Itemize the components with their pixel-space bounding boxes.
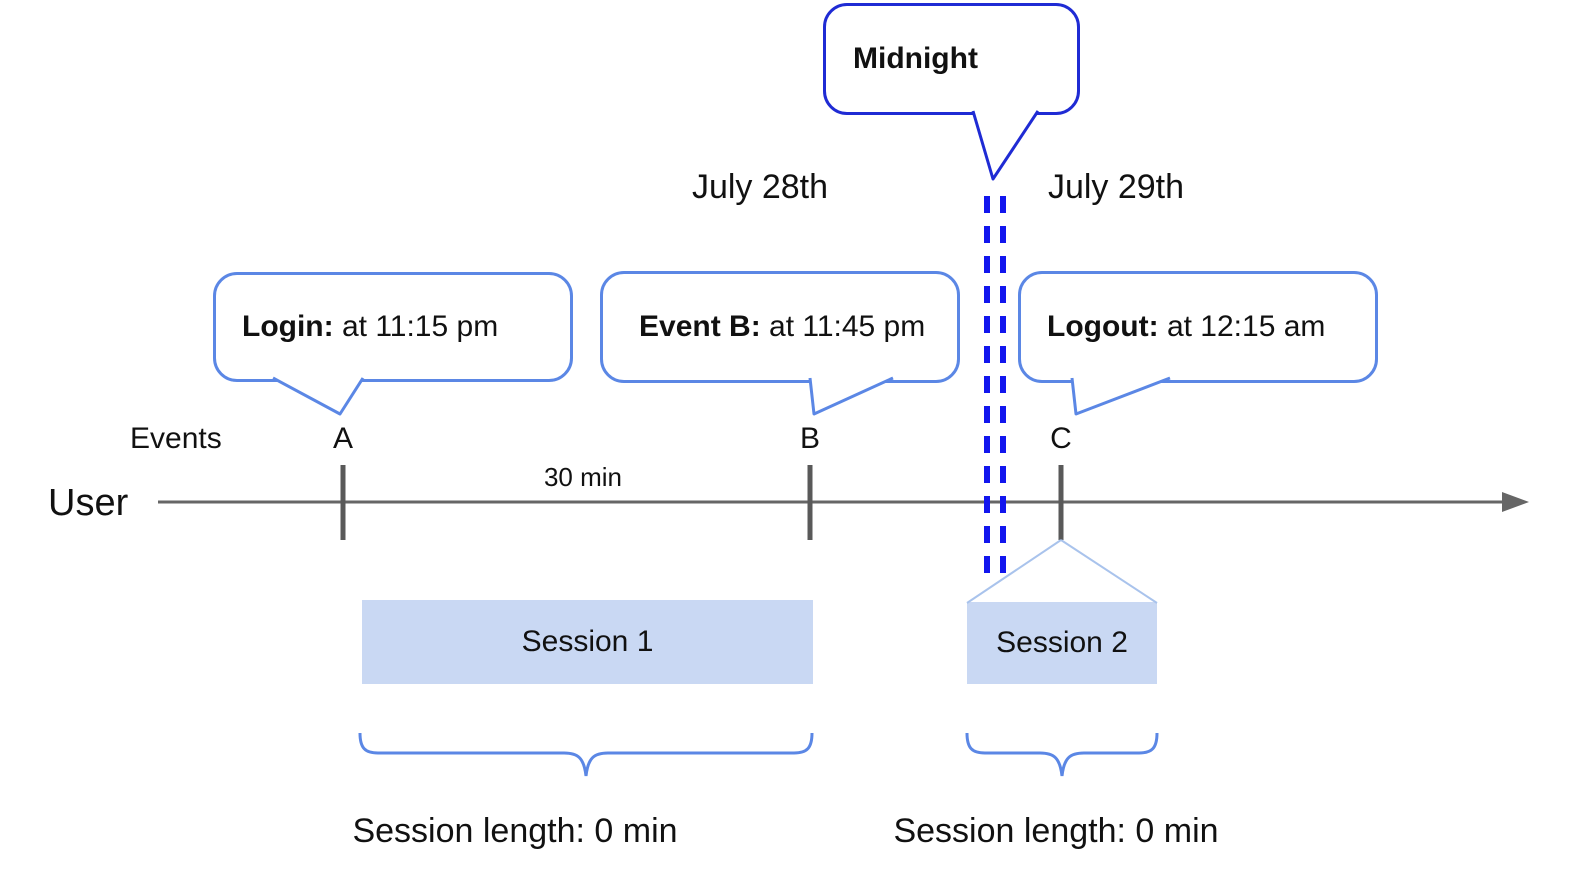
- session-1-bar: Session 1: [362, 600, 813, 684]
- session-2-fan-line-left: [966, 539, 1062, 604]
- timeline-arrowhead-icon: [1502, 492, 1529, 512]
- event-letter-a: A: [332, 422, 354, 455]
- session-1-underbrace: [358, 732, 814, 777]
- date-label-july-28: July 28th: [691, 168, 829, 206]
- login-callout-tail: [272, 376, 365, 416]
- event-b-callout-detail: at 11:45 pm: [760, 310, 926, 343]
- logout-callout-detail: at 12:15 am: [1158, 310, 1326, 343]
- events-axis-label: Events: [130, 422, 222, 455]
- logout-callout-title: Logout:: [1047, 310, 1159, 343]
- login-callout-title: Login:: [242, 310, 334, 343]
- event-letter-b: B: [799, 422, 821, 455]
- session-1-label: Session 1: [521, 625, 654, 658]
- logout-callout-tail: [1070, 376, 1171, 416]
- midnight-callout-label: Midnight: [853, 42, 978, 75]
- event-b-callout-tail: [808, 376, 894, 416]
- login-callout-text: Login: at 11:15 pm: [242, 310, 498, 344]
- event-b-callout-text: Event B: at 11:45 pm: [639, 310, 925, 344]
- event-b-callout-bubble: Event B: at 11:45 pm: [600, 271, 960, 383]
- session-2-fan-line-right: [1060, 539, 1158, 604]
- midnight-callout-bubble: Midnight: [823, 3, 1080, 115]
- session-2-underbrace: [965, 732, 1159, 777]
- session-1-length-label: Session length: 0 min: [352, 812, 678, 850]
- login-callout-detail: at 11:15 pm: [333, 310, 499, 343]
- date-label-july-29: July 29th: [1047, 168, 1185, 206]
- logout-callout-bubble: Logout: at 12:15 am: [1018, 271, 1378, 383]
- event-letter-c: C: [1050, 422, 1072, 455]
- interval-label-30-min: 30 min: [543, 462, 623, 492]
- session-2-length-label: Session length: 0 min: [893, 812, 1219, 850]
- logout-callout-text: Logout: at 12:15 am: [1047, 310, 1325, 344]
- login-callout-bubble: Login: at 11:15 pm: [213, 272, 573, 382]
- event-b-callout-title: Event B:: [639, 310, 761, 343]
- session-2-bar: Session 2: [967, 602, 1157, 684]
- midnight-callout-tail: [971, 110, 1040, 181]
- user-axis-label: User: [48, 482, 129, 524]
- session-2-label: Session 2: [996, 626, 1128, 659]
